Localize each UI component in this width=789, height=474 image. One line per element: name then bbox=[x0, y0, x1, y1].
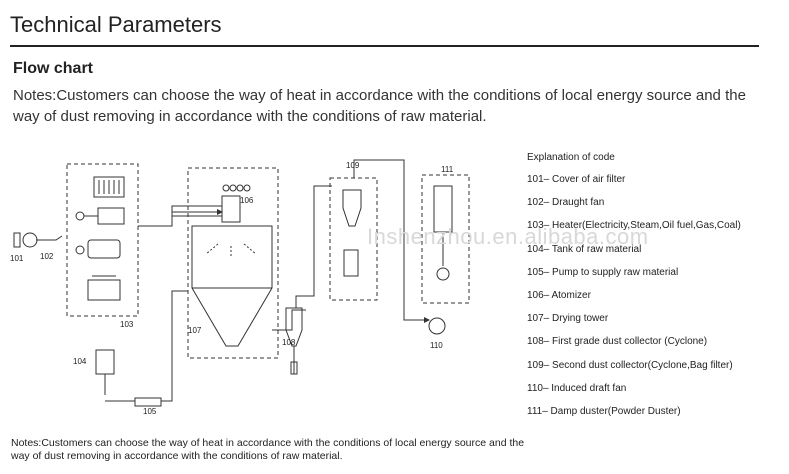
legend: Explanation of code 101– Cover of air fi… bbox=[527, 152, 741, 429]
label-111: 111 bbox=[441, 165, 454, 174]
label-109: 109 bbox=[346, 161, 360, 170]
legend-item-108: 108– First grade dust collector (Cyclone… bbox=[527, 336, 708, 348]
first-cyclone bbox=[285, 307, 303, 347]
label-110: 110 bbox=[430, 341, 443, 350]
label-106: 106 bbox=[240, 196, 254, 205]
page-title: Technical Parameters bbox=[10, 12, 222, 37]
title-divider bbox=[10, 45, 759, 47]
raw-material-pump bbox=[134, 397, 162, 407]
legend-item-102: 102– Draught fan bbox=[527, 197, 605, 209]
raw-material-tank bbox=[95, 349, 115, 375]
label-104: 104 bbox=[73, 357, 87, 366]
label-101: 101 bbox=[10, 254, 24, 263]
label-102: 102 bbox=[40, 252, 54, 261]
watermark: Inshenzhou.en.alibaba.com bbox=[367, 224, 649, 249]
legend-title: Explanation of code bbox=[527, 152, 615, 163]
legend-item-103: 103– Heater(Electricity,Steam,Oil fuel,G… bbox=[527, 220, 741, 232]
legend-item-106: 106– Atomizer bbox=[527, 289, 591, 301]
drying-tower bbox=[191, 225, 273, 347]
label-107: 107 bbox=[188, 326, 202, 335]
legend-item-109: 109– Second dust collector(Cyclone,Bag f… bbox=[527, 359, 733, 371]
legend-item-104: 104– Tank of raw material bbox=[527, 243, 642, 255]
flow-chart-diagram: 101 102 103 104 105 106 107 108 109 110 … bbox=[10, 159, 470, 416]
heater-box bbox=[66, 163, 139, 317]
drying-tower-box bbox=[187, 167, 279, 359]
legend-item-111: 111– Damp duster(Powder Duster) bbox=[527, 405, 681, 417]
legend-item-105: 105– Pump to supply raw material bbox=[527, 266, 679, 278]
legend-item-110: 110– Induced draft fan bbox=[527, 382, 627, 394]
legend-item-107: 107– Drying tower bbox=[527, 313, 609, 325]
footer-notes: Notes:Customers can choose the way of he… bbox=[11, 437, 525, 462]
section-notes: Notes:Customers can choose the way of he… bbox=[13, 87, 746, 125]
induced-draft-fan bbox=[428, 317, 446, 335]
label-108: 108 bbox=[282, 338, 296, 347]
section-subtitle: Flow chart bbox=[13, 60, 94, 77]
label-103: 103 bbox=[120, 320, 134, 329]
label-105: 105 bbox=[143, 407, 157, 416]
legend-item-101: 101– Cover of air filter bbox=[527, 174, 626, 185]
damp-duster-box bbox=[421, 174, 470, 304]
